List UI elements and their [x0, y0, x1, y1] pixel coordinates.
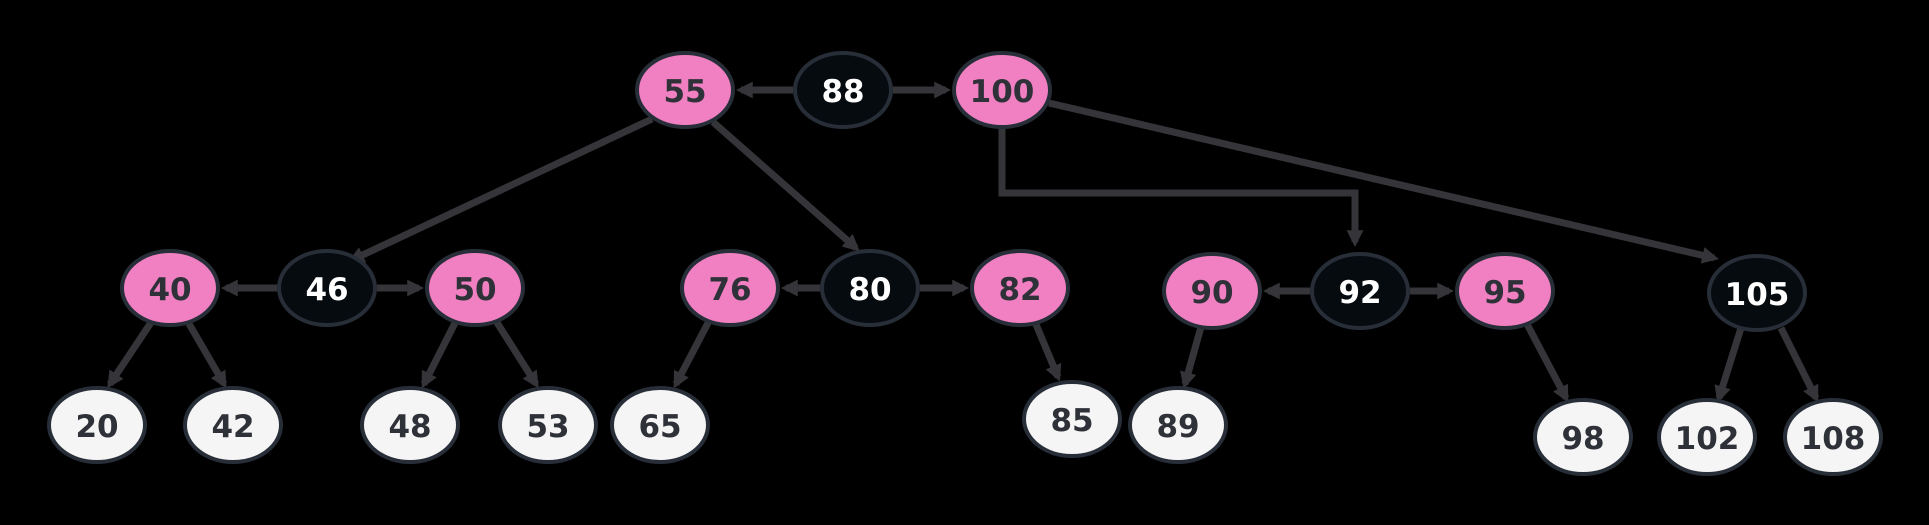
- node-ellipse: [183, 386, 283, 464]
- node-value: 80: [848, 272, 891, 308]
- node-ellipse: [970, 249, 1070, 327]
- node-ellipse: [1310, 252, 1410, 330]
- node-ellipse: [680, 249, 780, 327]
- edge-100-105: [1048, 99, 1719, 264]
- node-88: 88: [793, 51, 893, 129]
- edge-82-85: [1031, 320, 1062, 382]
- node-46: 46: [277, 249, 377, 327]
- edge-105-108: [1777, 326, 1820, 403]
- edge-55-80: [710, 119, 860, 252]
- node-102: 102: [1657, 398, 1757, 476]
- node-50: 50: [425, 249, 525, 327]
- node-ellipse: [635, 51, 735, 129]
- node-ellipse: [1533, 398, 1633, 476]
- node-value: 89: [1156, 409, 1199, 445]
- node-value: 102: [1675, 421, 1740, 457]
- node-ellipse: [1455, 252, 1555, 330]
- edge-40-42: [184, 320, 228, 389]
- node-ellipse: [952, 51, 1052, 129]
- node-ellipse: [793, 51, 893, 129]
- node-ellipse: [277, 249, 377, 327]
- node-ellipse: [1783, 398, 1883, 476]
- node-value: 88: [821, 74, 864, 110]
- node-90: 90: [1162, 252, 1262, 330]
- node-value: 100: [970, 74, 1035, 110]
- node-ellipse: [610, 386, 710, 464]
- node-85: 85: [1022, 380, 1122, 458]
- node-value: 98: [1561, 421, 1604, 457]
- node-value: 46: [305, 272, 348, 308]
- edge-50-48: [420, 319, 460, 389]
- edge-105-102: [1714, 326, 1745, 403]
- node-20: 20: [47, 386, 147, 464]
- edge-55-46: [347, 115, 654, 264]
- edge-100-92: [998, 128, 1364, 248]
- node-92: 92: [1310, 252, 1410, 330]
- node-105: 105: [1707, 254, 1807, 332]
- node-48: 48: [360, 386, 460, 464]
- edge-50-53: [493, 319, 539, 389]
- node-ellipse: [360, 386, 460, 464]
- node-value: 92: [1338, 275, 1381, 311]
- node-76: 76: [680, 249, 780, 327]
- node-98: 98: [1533, 398, 1633, 476]
- edge-40-20: [107, 319, 155, 389]
- node-value: 105: [1725, 277, 1790, 313]
- node-ellipse: [1657, 398, 1757, 476]
- node-value: 48: [388, 409, 431, 445]
- node-value: 76: [708, 272, 751, 308]
- edge-76-65: [672, 319, 713, 389]
- node-ellipse: [820, 249, 920, 327]
- node-ellipse: [1162, 252, 1262, 330]
- node-ellipse: [120, 249, 220, 327]
- node-65: 65: [610, 386, 710, 464]
- node-55: 55: [635, 51, 735, 129]
- node-value: 65: [638, 409, 681, 445]
- node-ellipse: [1022, 380, 1122, 458]
- edge-90-89: [1180, 326, 1205, 389]
- node-ellipse: [425, 249, 525, 327]
- node-40: 40: [120, 249, 220, 327]
- node-42: 42: [183, 386, 283, 464]
- node-value: 42: [211, 409, 254, 445]
- node-value: 20: [75, 409, 118, 445]
- node-value: 50: [453, 272, 496, 308]
- node-value: 85: [1050, 403, 1093, 439]
- node-ellipse: [47, 386, 147, 464]
- node-95: 95: [1455, 252, 1555, 330]
- node-ellipse: [498, 386, 598, 464]
- node-value: 55: [663, 74, 706, 110]
- node-value: 53: [526, 409, 569, 445]
- node-value: 82: [998, 272, 1041, 308]
- node-value: 95: [1483, 275, 1526, 311]
- node-82: 82: [970, 249, 1070, 327]
- node-100: 100: [952, 51, 1052, 129]
- edge-95-98: [1523, 322, 1570, 403]
- node-ellipse: [1707, 254, 1807, 332]
- node-value: 108: [1801, 421, 1866, 457]
- node-53: 53: [498, 386, 598, 464]
- node-ellipse: [1128, 386, 1228, 464]
- node-value: 40: [148, 272, 191, 308]
- node-108: 108: [1783, 398, 1883, 476]
- node-value: 90: [1190, 275, 1233, 311]
- node-80: 80: [820, 249, 920, 327]
- node-89: 89: [1128, 386, 1228, 464]
